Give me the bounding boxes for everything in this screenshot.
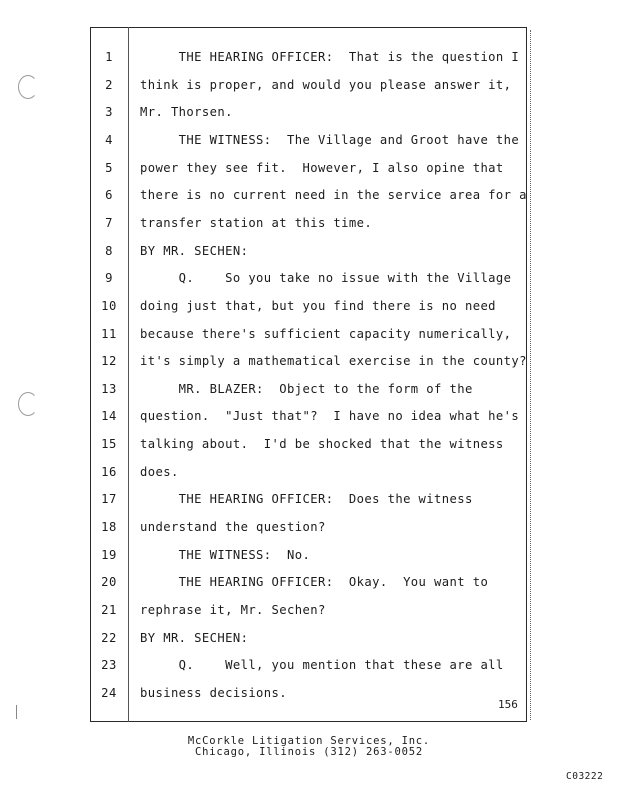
line-number: 14 bbox=[101, 409, 117, 424]
transcript-line: 19 THE WITNESS: No. bbox=[92, 545, 522, 565]
hole-punch-mark-top bbox=[18, 75, 38, 99]
line-number-margin-rule bbox=[128, 27, 129, 722]
line-number: 9 bbox=[105, 271, 113, 286]
line-number: 22 bbox=[101, 630, 117, 645]
line-text: THE HEARING OFFICER: Okay. You want to bbox=[140, 575, 489, 590]
line-text: business decisions. bbox=[140, 685, 288, 700]
line-number: 5 bbox=[105, 160, 113, 175]
line-text: MR. BLAZER: Object to the form of the bbox=[140, 381, 473, 396]
line-text: question. "Just that"? I have no idea wh… bbox=[140, 409, 520, 424]
transcript-line: 23 Q. Well, you mention that these are a… bbox=[92, 655, 522, 675]
line-text: THE WITNESS: The Village and Groot have … bbox=[140, 132, 520, 147]
right-edge-mark bbox=[530, 30, 531, 720]
line-number: 2 bbox=[105, 77, 113, 92]
transcript-line: 15 talking about. I'd be shocked that the… bbox=[92, 434, 522, 454]
line-number: 21 bbox=[101, 603, 117, 617]
line-number: 23 bbox=[101, 658, 117, 673]
transcript-line: 1 THE HEARING OFFICER: That is the quest… bbox=[92, 47, 522, 67]
line-text: THE HEARING OFFICER: That is the questio… bbox=[140, 50, 520, 64]
transcript-line: 5 power they see fit. However, I also opi… bbox=[92, 158, 522, 178]
transcript-line: 17 THE HEARING OFFICER: Does the witness bbox=[92, 489, 522, 509]
line-number: 19 bbox=[101, 547, 117, 562]
line-text: Mr. Thorsen. bbox=[140, 105, 233, 120]
transcript-line: 7 transfer station at this time. bbox=[92, 213, 522, 233]
line-number: 12 bbox=[101, 354, 117, 369]
transcript-line: 10 doing just that, but you find there is… bbox=[92, 296, 522, 316]
transcript-line: 4 THE WITNESS: The Village and Groot hav… bbox=[92, 130, 522, 150]
line-number: 6 bbox=[105, 188, 113, 203]
line-number: 15 bbox=[101, 437, 117, 452]
scan-smudge-mark bbox=[16, 705, 21, 719]
line-text: Q. So you take no issue with the Village bbox=[140, 271, 512, 286]
reporter-location-phone: Chicago, Illinois (312) 263-0052 bbox=[195, 746, 423, 758]
line-text: doing just that, but you find there is n… bbox=[140, 298, 496, 313]
transcript-line: 11 because there's sufficient capacity nu… bbox=[92, 324, 522, 344]
line-text: BY MR. SECHEN: bbox=[140, 243, 249, 258]
transcript-line: 21 rephrase it, Mr. Sechen? bbox=[92, 600, 522, 620]
transcript-line: 24 business decisions. bbox=[92, 683, 522, 703]
line-number: 3 bbox=[105, 105, 113, 120]
line-text: transfer station at this time. bbox=[140, 215, 373, 230]
line-text: THE HEARING OFFICER: Does the witness bbox=[140, 492, 473, 507]
reporter-company-name: McCorkle Litigation Services, Inc. bbox=[187, 735, 431, 747]
line-number: 24 bbox=[101, 685, 117, 700]
line-number: 8 bbox=[105, 243, 113, 258]
bates-number: C03222 bbox=[566, 771, 604, 782]
line-number: 17 bbox=[101, 492, 117, 507]
page-number: 156 bbox=[498, 698, 518, 711]
line-text: does. bbox=[140, 464, 179, 479]
line-text: rephrase it, Mr. Sechen? bbox=[140, 603, 326, 617]
line-text: Q. Well, you mention that these are all bbox=[140, 658, 504, 673]
line-number: 7 bbox=[105, 215, 113, 230]
line-number: 11 bbox=[101, 326, 117, 341]
transcript-page-frame bbox=[90, 27, 527, 722]
line-text: think is proper, and would you please an… bbox=[140, 77, 512, 92]
line-number: 18 bbox=[101, 520, 117, 535]
line-number: 4 bbox=[105, 132, 113, 147]
line-text: it's simply a mathematical exercise in t… bbox=[140, 354, 527, 369]
transcript-line: 9 Q. So you take no issue with the Villa… bbox=[92, 268, 522, 288]
transcript-line: 12 it's simply a mathematical exercise in… bbox=[92, 351, 526, 371]
transcript-line: 20 THE HEARING OFFICER: Okay. You want t… bbox=[92, 572, 522, 592]
transcript-line: 3 Mr. Thorsen. bbox=[92, 102, 522, 122]
line-number: 1 bbox=[105, 50, 113, 64]
line-text: talking about. I'd be shocked that the w… bbox=[140, 437, 504, 452]
line-text: power they see fit. However, I also opin… bbox=[140, 160, 504, 175]
transcript-line: 13 MR. BLAZER: Object to the form of the bbox=[92, 379, 522, 399]
line-number: 13 bbox=[101, 381, 117, 396]
line-number: 10 bbox=[101, 298, 117, 313]
line-text: BY MR. SECHEN: bbox=[140, 630, 249, 645]
line-text: THE WITNESS: No. bbox=[140, 547, 311, 562]
line-text: understand the question? bbox=[140, 520, 326, 535]
transcript-line: 2 think is proper, and would you please a… bbox=[92, 75, 522, 95]
transcript-line: 18 understand the question? bbox=[92, 517, 522, 537]
line-text: there is no current need in the service … bbox=[140, 188, 527, 203]
hole-punch-mark-middle bbox=[18, 392, 38, 416]
line-number: 16 bbox=[101, 464, 117, 479]
transcript-line: 16 does. bbox=[92, 462, 522, 482]
transcript-line: 22 BY MR. SECHEN: bbox=[92, 628, 522, 648]
transcript-line: 6 there is no current need in the service… bbox=[92, 185, 526, 205]
transcript-line: 8 BY MR. SECHEN: bbox=[92, 241, 522, 261]
line-number: 20 bbox=[101, 575, 117, 590]
transcript-line: 14 question. "Just that"? I have no idea … bbox=[92, 406, 522, 426]
line-text: because there's sufficient capacity nume… bbox=[140, 326, 512, 341]
